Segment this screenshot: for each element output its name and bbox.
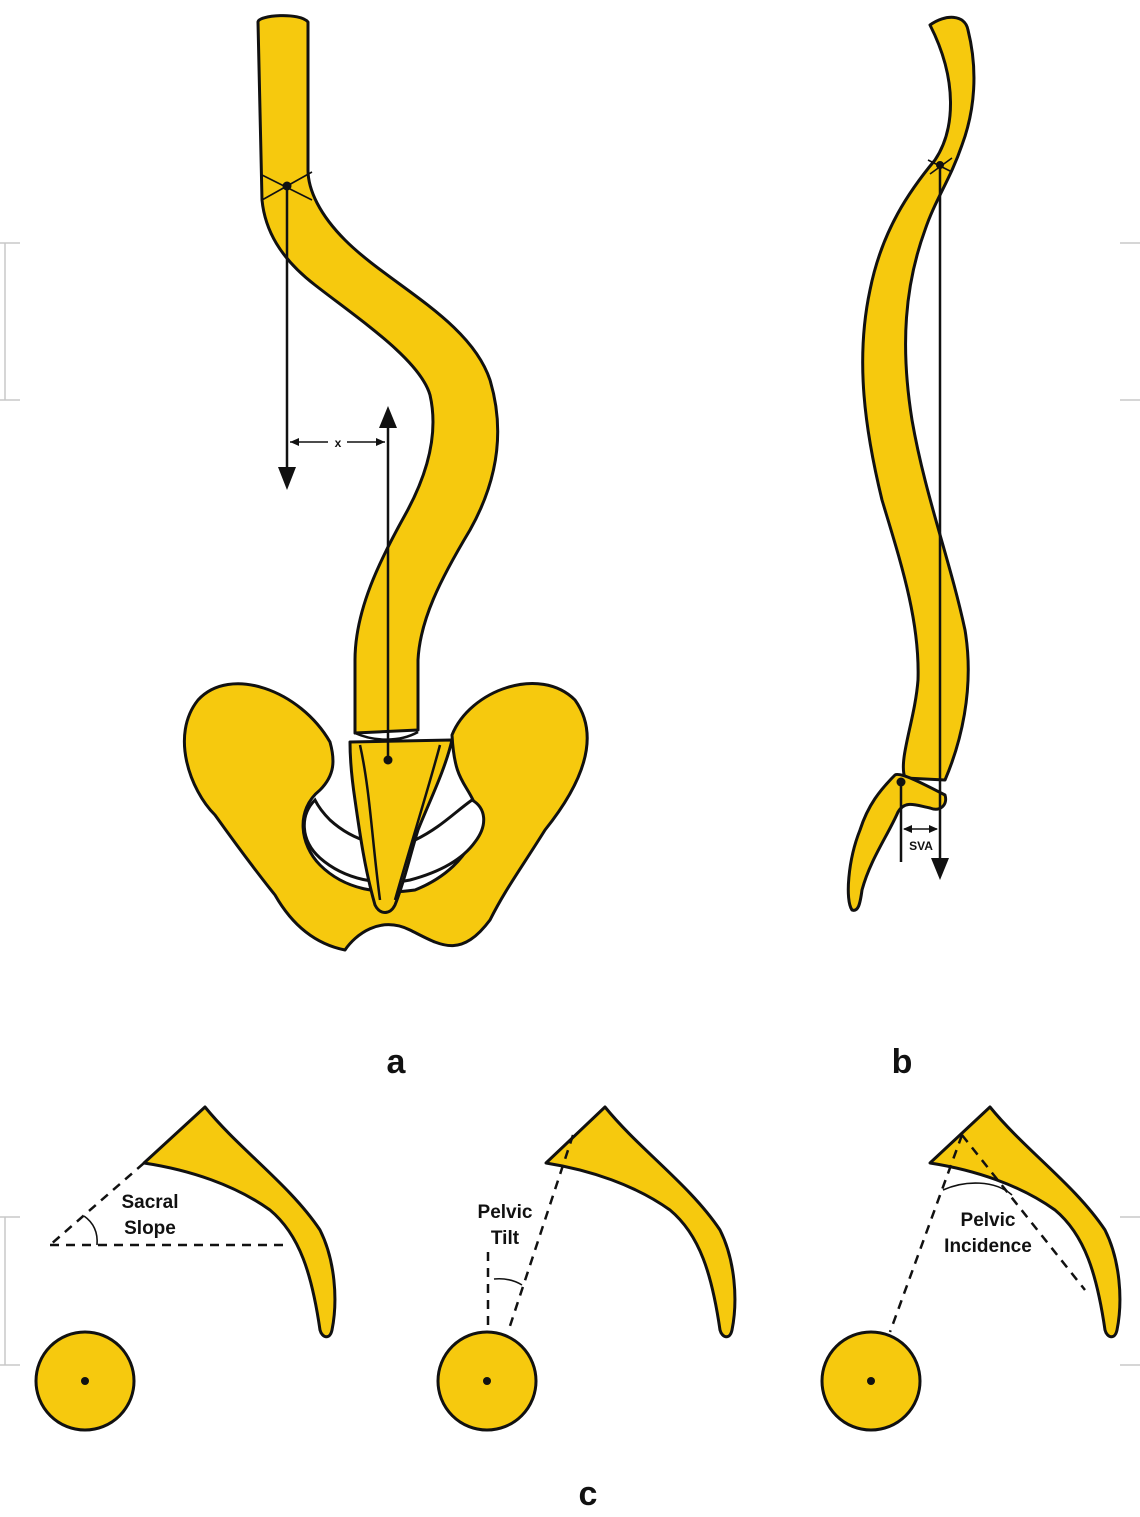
panel-a-coronal-spine: x (184, 16, 587, 950)
right-edge-bracket-bottom (1120, 1217, 1140, 1365)
offset-label: x (335, 436, 342, 450)
pelvic-tilt-label-line2: Tilt (491, 1228, 520, 1249)
sva-arrow-right (929, 825, 938, 833)
femoral-center-3 (867, 1377, 875, 1385)
pelvic-tilt-label-line1: Pelvic (478, 1202, 533, 1223)
sagittal-spine-column (863, 17, 974, 780)
central-sacral-arrowhead (379, 406, 397, 428)
sacral-slope-diagram: Sacral Slope (36, 1107, 335, 1430)
spine-column (258, 16, 498, 733)
sva-label: SVA (909, 839, 933, 853)
sagittal-plumb-arrowhead (931, 858, 949, 880)
femoral-center-1 (81, 1377, 89, 1385)
sacrum-shape-2 (546, 1107, 735, 1337)
c7-plumb-arrowhead (278, 467, 296, 490)
pelvic-incidence-diagram: Pelvic Incidence (822, 1107, 1120, 1430)
sacral-slope-label-line1: Sacral (121, 1192, 178, 1213)
femoral-center-2 (483, 1377, 491, 1385)
sacral-slope-label-line2: Slope (124, 1218, 176, 1239)
left-edge-bracket-top (0, 243, 20, 400)
pelvic-incidence-arc (943, 1183, 1012, 1195)
offset-arrow-right (376, 438, 385, 446)
offset-arrow-left (290, 438, 299, 446)
left-edge-bracket-bottom (0, 1217, 20, 1365)
pelvic-tilt-arc (494, 1279, 522, 1285)
panel-c-label: c (579, 1475, 598, 1513)
panel-a-label: a (387, 1043, 407, 1081)
panel-b-label: b (892, 1043, 913, 1081)
panel-b-sagittal-spine: SVA (848, 17, 974, 910)
right-edge-bracket-top (1120, 243, 1140, 400)
pelvic-tilt-diagram: Pelvic Tilt (438, 1107, 735, 1430)
sva-arrow-left (903, 825, 912, 833)
pelvic-incidence-label-line1: Pelvic (961, 1210, 1016, 1231)
pelvic-incidence-label-line2: Incidence (944, 1236, 1032, 1257)
sacral-slope-arc (84, 1216, 97, 1245)
